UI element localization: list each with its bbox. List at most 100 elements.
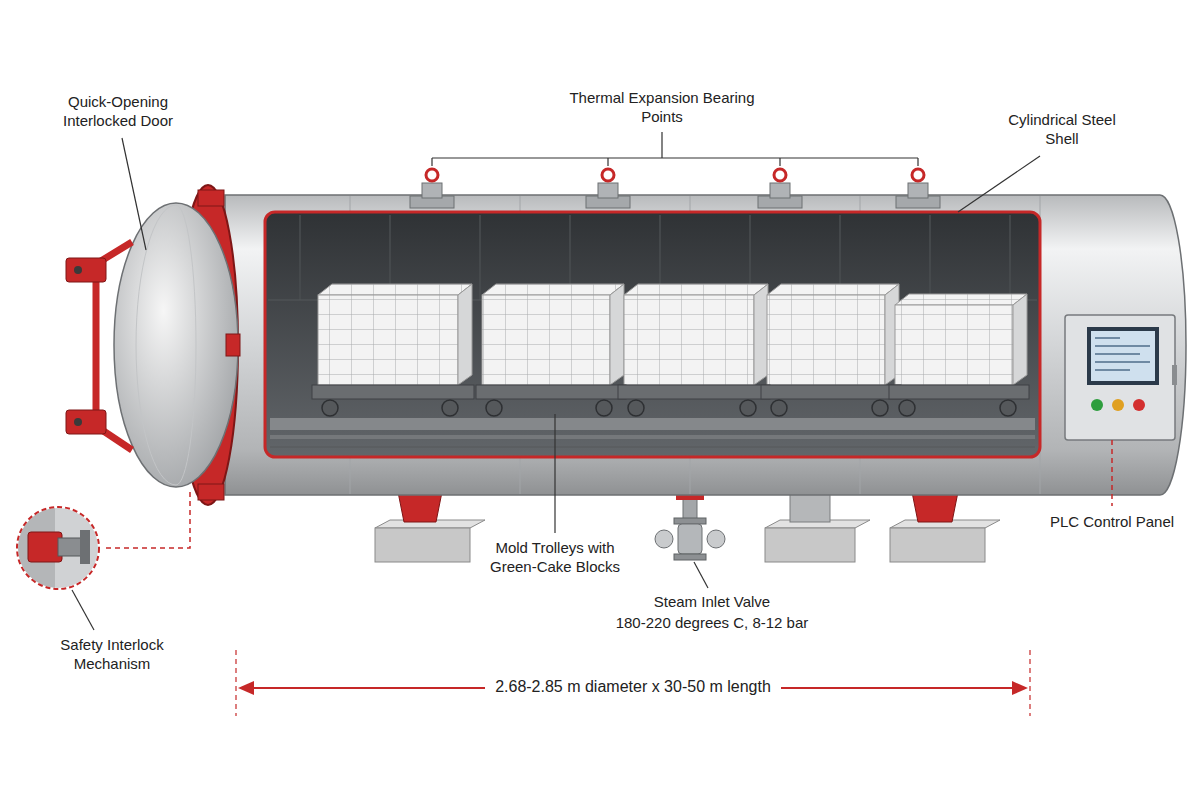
green-cake-blocks	[1013, 294, 1027, 385]
steam-inlet-valve	[674, 518, 706, 524]
bearing-points	[774, 169, 786, 181]
bearing-points	[770, 183, 790, 198]
support-saddles	[398, 492, 442, 522]
mold-trolleys	[1000, 400, 1016, 416]
support-saddles	[765, 528, 855, 562]
support-saddles	[890, 528, 985, 562]
steel-shell	[270, 418, 1035, 430]
mold-trolleys	[322, 400, 338, 416]
mold-trolleys	[889, 385, 1029, 399]
mold-trolleys	[771, 400, 787, 416]
plc-control-panel	[1095, 338, 1150, 370]
steam-inlet-valve	[655, 530, 673, 548]
green-cake-blocks	[895, 294, 1027, 305]
quick-opening-door	[226, 334, 240, 356]
steel-shell	[270, 435, 1035, 439]
interlock-magnifier	[15, 505, 105, 595]
bearing-label: Thermal Expansion Bearing Points	[562, 88, 762, 126]
quick-opening-door	[66, 185, 240, 505]
mold-trolleys	[628, 400, 644, 416]
green-cake-blocks	[318, 295, 458, 385]
interlock-magnifier	[80, 530, 90, 564]
valve-label: Steam Inlet Valve	[654, 592, 770, 611]
interlock-magnifier	[102, 492, 190, 548]
trolley-label: Mold Trolleys with Green-Cake Blocks	[470, 538, 640, 576]
mold-trolleys	[899, 400, 915, 416]
interlock-magnifier	[28, 532, 62, 562]
quick-opening-door	[198, 484, 224, 500]
plc-control-panel	[1172, 365, 1177, 385]
dimension-line	[238, 681, 254, 695]
quick-opening-door	[66, 258, 106, 282]
dimension-line	[236, 650, 1030, 716]
plc-control-panel	[1087, 327, 1159, 385]
mold-trolleys	[312, 385, 474, 399]
plc-control-panel	[1091, 399, 1103, 411]
green-cake-blocks	[624, 284, 768, 295]
mold-trolleys	[596, 400, 612, 416]
bearing-points	[422, 183, 442, 198]
support-saddles	[912, 492, 958, 522]
bearing-points	[410, 169, 940, 208]
door-label: Quick-Opening Interlocked Door	[43, 92, 193, 130]
mold-trolleys	[476, 385, 626, 399]
green-cake-blocks	[767, 295, 885, 385]
plc-control-panel	[1065, 315, 1175, 440]
steam-inlet-valve	[678, 524, 702, 554]
steam-inlet-valve	[707, 530, 725, 548]
leader-lines	[554, 414, 555, 533]
green-cake-blocks	[458, 284, 472, 385]
steel-shell	[265, 212, 1040, 457]
mold-trolleys	[740, 400, 756, 416]
leader-lines	[72, 590, 94, 630]
mold-trolleys	[486, 400, 502, 416]
leader-lines	[72, 132, 1040, 630]
quick-opening-door	[66, 410, 106, 434]
quick-opening-door	[198, 190, 224, 206]
leader-lines	[432, 132, 918, 166]
interlock-magnifier	[17, 507, 99, 589]
green-cake-blocks	[482, 295, 610, 385]
dimension-label: 2.68-2.85 m diameter x 30-50 m length	[485, 677, 781, 697]
support-saddles	[375, 490, 1000, 562]
steel-shell	[225, 195, 1186, 495]
green-cake-blocks	[624, 295, 754, 385]
green-cake-blocks	[754, 284, 768, 385]
green-cake-blocks	[318, 284, 472, 295]
plc-control-panel	[1065, 315, 1177, 440]
mold-trolleys	[761, 385, 901, 399]
dimension-line	[236, 650, 1030, 716]
plc-control-panel	[1112, 399, 1124, 411]
steam-inlet-valve	[674, 554, 706, 560]
quick-opening-door	[74, 418, 82, 426]
leader-lines	[122, 138, 146, 250]
mold-trolleys	[618, 385, 770, 399]
green-cake-blocks	[767, 284, 899, 295]
mold-trolleys	[872, 400, 888, 416]
steam-inlet-valve	[655, 492, 725, 560]
dimension-line	[1012, 681, 1028, 695]
leader-lines	[694, 562, 708, 588]
panel-label: PLC Control Panel	[1050, 512, 1174, 531]
mold-trolleys	[312, 385, 1029, 416]
green-cake-blocks	[610, 284, 624, 385]
steel-shell	[270, 446, 1035, 448]
bearing-points	[426, 169, 438, 181]
green-cake-blocks	[318, 284, 1027, 385]
bearing-points	[912, 169, 924, 181]
mold-trolleys	[442, 400, 458, 416]
steel-shell	[225, 195, 1186, 495]
support-saddles	[375, 528, 470, 562]
interlock-magnifier	[15, 492, 190, 595]
shell-label: Cylindrical Steel Shell	[997, 110, 1127, 148]
interlock-magnifier	[15, 505, 105, 595]
bearing-points	[908, 183, 928, 198]
bearing-points	[602, 169, 614, 181]
steel-shell	[300, 215, 1010, 300]
mold-trolleys	[322, 400, 1016, 416]
bearing-points	[598, 183, 618, 198]
leader-lines	[958, 156, 1040, 212]
interlock-label: Safety Interlock Mechanism	[37, 635, 187, 673]
plc-control-panel	[1091, 331, 1155, 381]
